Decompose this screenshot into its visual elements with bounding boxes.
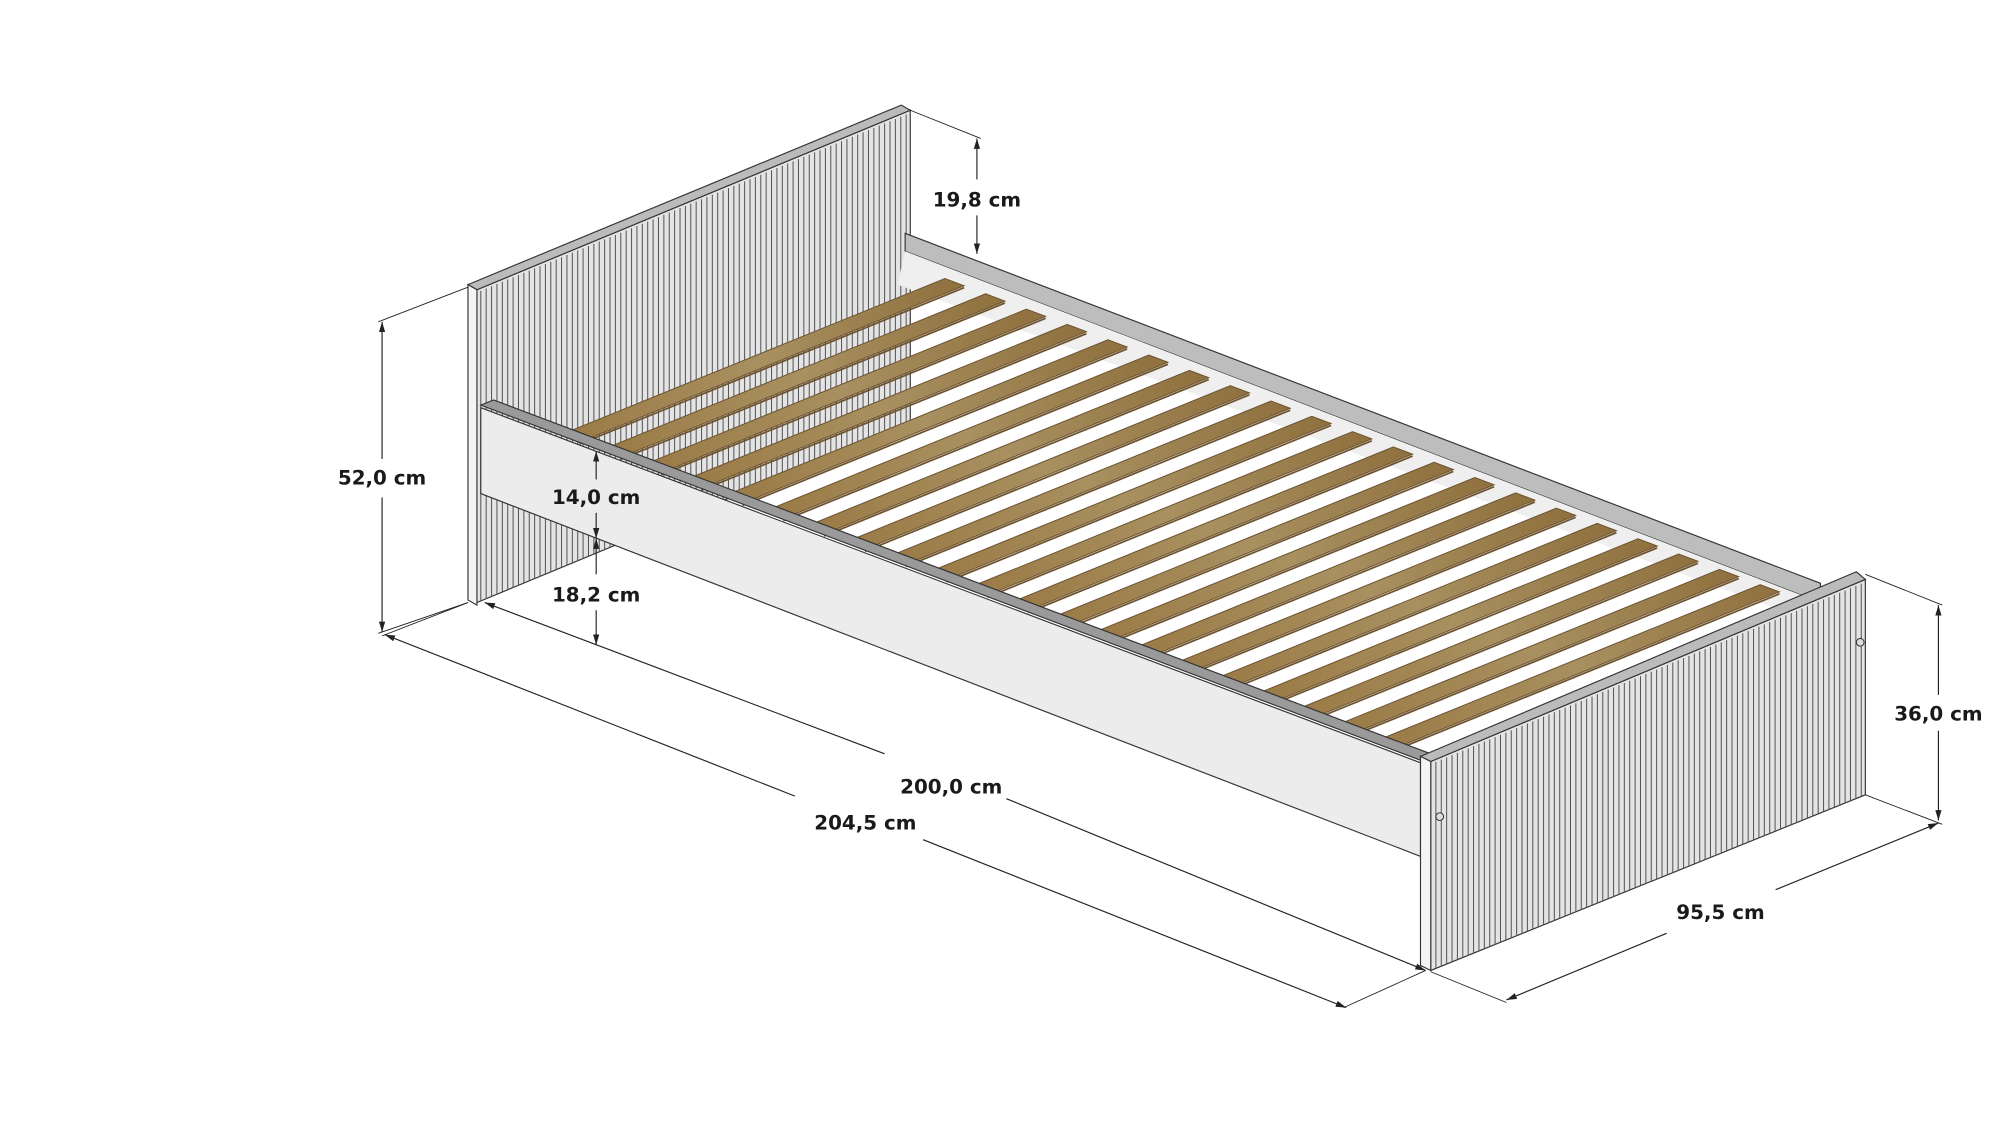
slat-edge [1190,516,1576,675]
dim-inner-length: 200,0 cm [900,776,1002,799]
slat-edge [864,394,1250,553]
dim-headboard-height: 52,0 cm [338,467,426,490]
slat-edge [619,302,1006,461]
dim-rail-height: 14,0 cm [552,486,640,509]
slat-edge [579,286,965,445]
slat-edge [1068,470,1454,629]
slat-edge [701,332,1087,491]
slat-edge [742,348,1128,507]
dim-footboard-height: 36,0 cm [1894,702,1982,725]
slat-edge [660,317,1046,476]
slat-edge [1231,531,1617,690]
slat-edge [1272,547,1658,706]
screw-icon [1855,637,1865,647]
screw-icon [1435,812,1445,821]
dim-under-rail-clearance: 18,2 cm [552,583,640,606]
slat-edge [823,378,1210,537]
slat-edge [1027,455,1413,614]
near-side-rail [479,399,1433,858]
dim-total-length: 204,5 cm [814,811,916,834]
slat-edge [905,409,1291,568]
dim-headboard-above-rail: 19,8 cm [933,188,1021,211]
slat-edge [986,439,1373,599]
footboard-fluting [1435,583,1862,969]
slat-edge [1353,577,1740,736]
slat-edge [1109,485,1495,644]
slat-edge [1312,562,1699,721]
slat-edge [1149,501,1536,660]
slat-group [558,278,1781,752]
slat-edge [946,424,1332,583]
footboard [1419,571,1867,972]
slat-edge [783,363,1169,522]
dim-total-width: 95,5 cm [1676,901,1764,924]
dimension-lines [378,109,1943,1009]
slat-edge [1394,593,1780,752]
